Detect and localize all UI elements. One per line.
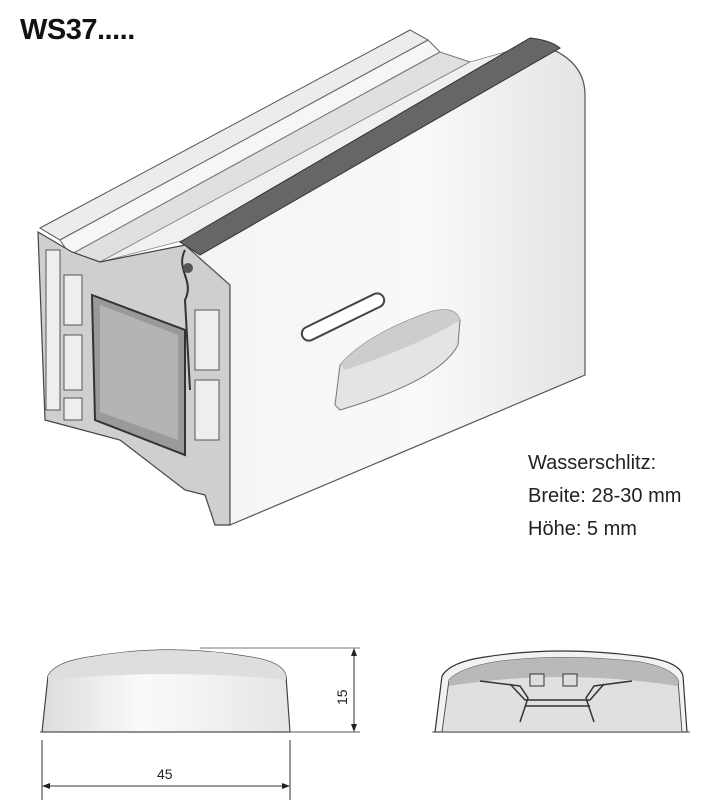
cap-side-view — [40, 647, 360, 800]
water-slot — [300, 292, 386, 342]
spec-width: Breite: 28-30 mm — [528, 485, 682, 507]
height-dimension-label: 15 — [334, 689, 350, 705]
spec-heading: Wasserschlitz: — [528, 452, 657, 474]
slot-cap — [334, 309, 461, 411]
cap-rear-view — [432, 650, 690, 733]
width-dimension-label: 45 — [157, 766, 173, 782]
gasket-strip — [179, 37, 561, 256]
profile-cross-section — [37, 230, 231, 526]
product-title: WS37..... — [20, 14, 135, 46]
profile-rails — [38, 29, 531, 263]
spec-height: Höhe: 5 mm — [528, 518, 637, 540]
